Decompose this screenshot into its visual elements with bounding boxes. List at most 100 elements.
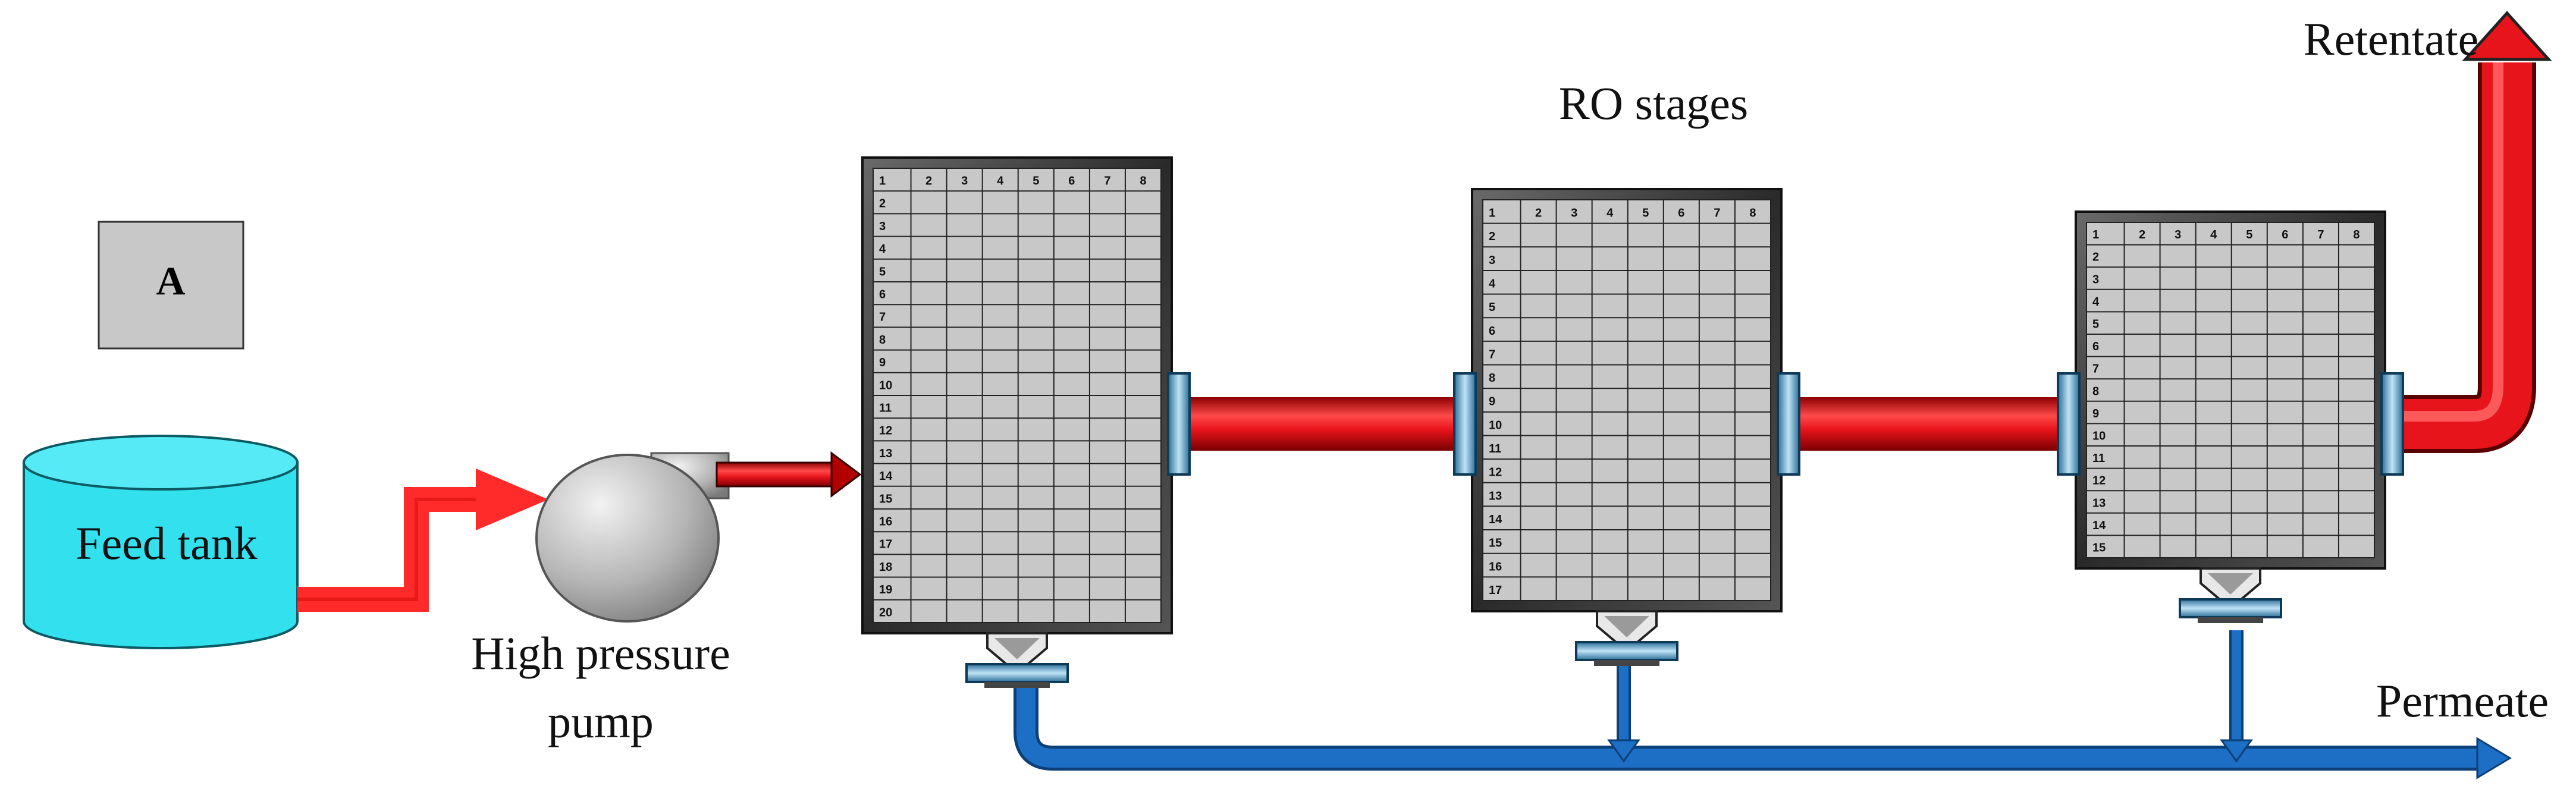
- permeate-nozzle-funnel: [1604, 616, 1649, 637]
- row-label: 7: [1489, 348, 1495, 361]
- row-label: 9: [879, 356, 886, 369]
- row-label: 13: [1489, 489, 1502, 502]
- feed-tank: Feed tank: [23, 435, 299, 649]
- panel-label: A: [156, 259, 185, 304]
- permeate-flange-base: [1594, 660, 1659, 666]
- row-label: 3: [2092, 273, 2099, 286]
- row-label: 8: [879, 334, 886, 347]
- column-label: 3: [1571, 207, 1577, 220]
- row-label: 6: [2092, 340, 2099, 353]
- permeate-flange: [2179, 598, 2282, 618]
- row-label: 13: [879, 447, 892, 460]
- row-label: 17: [1489, 584, 1502, 597]
- ro-stages-title: RO stages: [1559, 77, 1748, 129]
- column-label: 2: [1535, 207, 1542, 220]
- panel-label-box: A: [98, 221, 244, 350]
- row-label: 5: [2092, 318, 2099, 331]
- row-label: 11: [1489, 442, 1501, 455]
- row-label: 3: [879, 220, 886, 233]
- column-label: 7: [1104, 175, 1110, 188]
- row-label: 7: [2092, 363, 2099, 376]
- row-label: 13: [2092, 496, 2106, 510]
- row-label: 15: [2092, 541, 2106, 554]
- row-label: 5: [879, 265, 886, 278]
- column-label: 4: [1607, 207, 1614, 220]
- row-label: 10: [1489, 419, 1502, 432]
- row-label: 6: [1489, 325, 1495, 338]
- row-label: 20: [879, 606, 892, 619]
- pump-outlet-arrow: [716, 451, 862, 498]
- row-label: 12: [1489, 466, 1502, 479]
- row-label: 7: [879, 311, 886, 324]
- column-label: 2: [2139, 228, 2145, 241]
- column-label: 3: [2175, 228, 2181, 241]
- stage2-to-stage3-pipe: [1787, 397, 2067, 451]
- row-label: 5: [1489, 301, 1495, 314]
- row-label: 14: [2092, 519, 2106, 532]
- permeate-nozzle-funnel: [2208, 573, 2253, 595]
- inlet-flange: [2057, 372, 2081, 476]
- column-label: 4: [997, 175, 1004, 188]
- column-label: 6: [2282, 228, 2288, 241]
- pump-label-line1: High pressure: [471, 627, 730, 679]
- inlet-flange: [1453, 372, 1477, 476]
- high-pressure-pump: High pressure pump: [471, 451, 730, 747]
- column-label: 8: [2353, 228, 2359, 241]
- row-label: 9: [1489, 395, 1495, 408]
- row-label: 2: [879, 197, 886, 210]
- retentate-pipe-arrow: [2400, 11, 2552, 453]
- feed-line-arrow: [297, 469, 548, 612]
- row-label: 2: [1489, 230, 1495, 243]
- ro-stage-grid: [1482, 199, 1771, 601]
- retentate-label: Retentate: [2304, 13, 2479, 65]
- row-label: 19: [879, 583, 892, 596]
- row-label: 10: [879, 379, 892, 392]
- permeate-flange-base: [984, 682, 1050, 688]
- outlet-flange: [1777, 372, 1800, 476]
- column-label: 5: [1033, 175, 1039, 188]
- column-label: 6: [1068, 175, 1075, 188]
- row-label: 8: [2092, 385, 2099, 398]
- row-label: 18: [879, 561, 892, 574]
- column-label: 5: [1642, 207, 1649, 220]
- permeate-flange: [965, 663, 1069, 683]
- permeate-flange-base: [2198, 617, 2263, 623]
- row-label: 16: [1489, 560, 1502, 573]
- row-label: 12: [2092, 474, 2106, 488]
- row-label: 14: [1489, 513, 1502, 526]
- stage1-to-stage2-pipe: [1175, 397, 1463, 451]
- permeate-pipe-arrow: [1014, 630, 2512, 780]
- row-label: 11: [2092, 452, 2105, 465]
- column-label: 7: [2317, 228, 2324, 241]
- row-label: 15: [1489, 537, 1502, 550]
- permeate-label: Permeate: [2376, 675, 2549, 727]
- row-label: 1: [2092, 228, 2099, 241]
- permeate-flange: [1575, 641, 1678, 661]
- row-label: 3: [1489, 254, 1495, 267]
- row-label: 4: [2092, 296, 2100, 309]
- column-label: 4: [2210, 228, 2217, 241]
- row-label: 11: [879, 402, 892, 415]
- column-label: 3: [961, 175, 968, 188]
- row-label: 15: [879, 492, 892, 505]
- row-label: 16: [879, 516, 892, 529]
- row-label: 17: [879, 538, 892, 551]
- row-label: 4: [1489, 277, 1496, 290]
- row-label: 8: [1489, 372, 1495, 385]
- row-label: 1: [1489, 207, 1495, 220]
- row-label: 4: [879, 243, 886, 256]
- ro-stage-grid: [2086, 222, 2375, 558]
- column-label: 6: [1678, 207, 1684, 220]
- column-label: 8: [1140, 175, 1146, 188]
- row-label: 1: [879, 175, 886, 188]
- permeate-nozzle-funnel: [994, 638, 1040, 659]
- feed-tank-label: Feed tank: [76, 517, 257, 569]
- outlet-flange: [2380, 372, 2404, 476]
- row-label: 10: [2092, 429, 2106, 442]
- row-label: 9: [2092, 407, 2099, 420]
